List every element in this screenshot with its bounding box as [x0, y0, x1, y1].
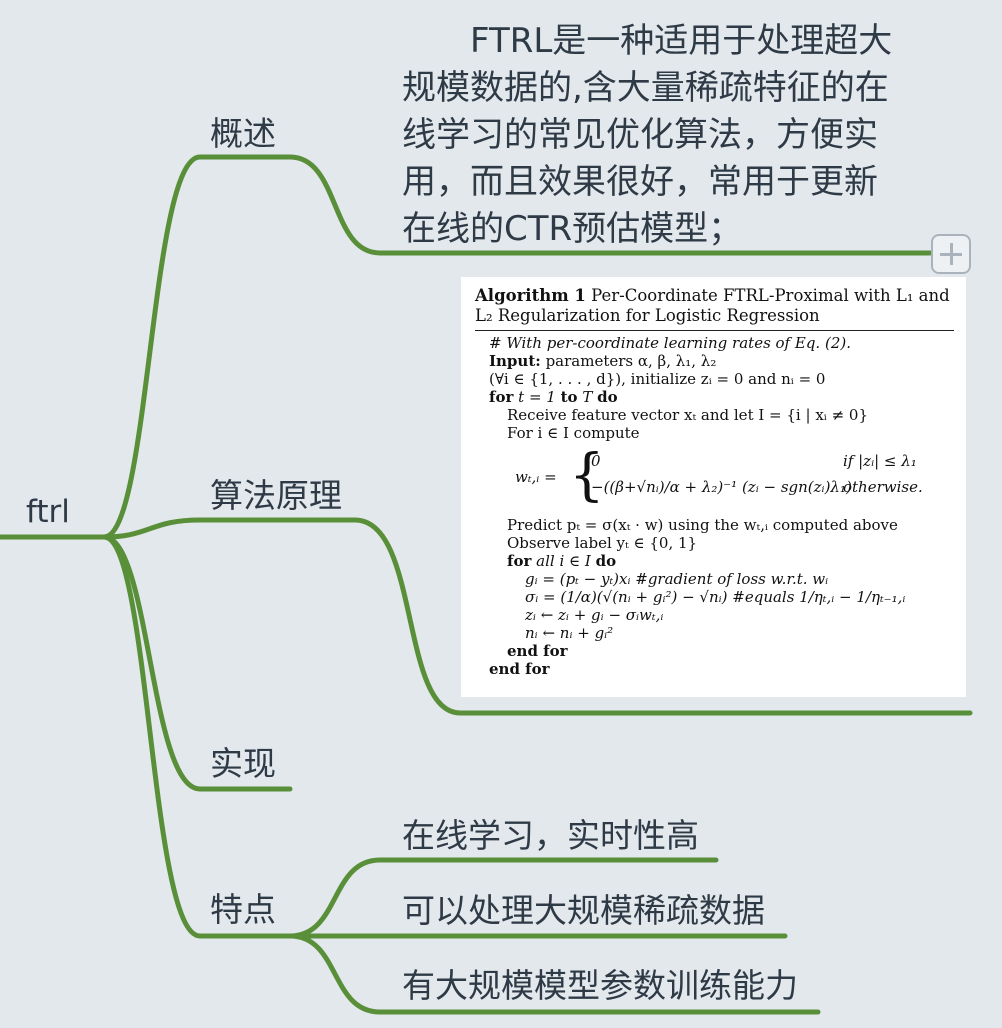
algorithm-image[interactable]: Algorithm 1 Per-Coordinate FTRL-Proximal…	[461, 277, 966, 697]
kw-do-inner: do	[595, 552, 617, 570]
kw-do: do	[597, 388, 618, 406]
connector-feature-3	[287, 933, 821, 1015]
overview-summary-text[interactable]: FTRL是一种适用于处理超大 规模数据的,含大量稀疏特征的在 线学习的常见优化算…	[402, 18, 902, 253]
algo-receive-line: Receive feature vector xₜ and let I = {i…	[507, 406, 868, 424]
kw-to: to	[560, 388, 578, 406]
branch-overview[interactable]: 概述	[210, 114, 276, 153]
algo-for-end: T	[582, 388, 593, 406]
algorithm-rule	[475, 330, 954, 331]
algorithm-title-line-2: L₂ Regularization for Logistic Regressio…	[475, 306, 820, 325]
summary-line-3: 线学习的常见优化算法，方便实	[402, 115, 878, 155]
algo-gradient-line: gᵢ = (pₜ − yₜ)xᵢ #gradient of loss w.r.t…	[525, 570, 829, 588]
feature-large-params[interactable]: 有大规模模型参数训练能力	[402, 966, 798, 1005]
algo-comment-line: # With per-coordinate learning rates of …	[489, 334, 851, 352]
algo-for-line: for t = 1 to T do	[475, 388, 954, 406]
algo-sigma-line: σᵢ = (1/α)(√(nᵢ + gᵢ²) − √nᵢ) #equals 1/…	[525, 588, 906, 606]
algo-z-update-line: zᵢ ← zᵢ + gᵢ − σᵢwₜ,ᵢ	[525, 606, 664, 624]
formula-cond-1: if |zᵢ| ≤ λ₁	[843, 452, 917, 470]
formula-brace: {	[569, 443, 605, 508]
kw-for: for	[489, 388, 514, 406]
algo-observe-line: Observe label yₜ ∈ {0, 1}	[507, 534, 698, 552]
connector-overview-summary	[287, 154, 933, 256]
algorithm-title: Algorithm 1 Per-Coordinate FTRL-Proximal…	[475, 286, 954, 306]
algo-weight-formula: wₜ,ᵢ = { 0 −((β+√nᵢ)/α + λ₂)⁻¹ (zᵢ − sgn…	[475, 442, 954, 516]
algo-init-line: (∀i ∈ {1, . . . , d}), initialize zᵢ = 0…	[489, 370, 826, 388]
formula-lhs: wₜ,ᵢ =	[515, 468, 557, 486]
feature-online-learning[interactable]: 在线学习，实时性高	[402, 816, 699, 855]
algo-end-for-outer: end for	[489, 660, 550, 678]
algo-input-keyword: Input:	[489, 352, 541, 370]
connector-implementation	[101, 534, 293, 792]
branch-implementation[interactable]: 实现	[210, 744, 276, 783]
algo-inner-range: all i ∈ I	[536, 552, 591, 570]
connector-algorithm	[101, 517, 358, 540]
algo-for-range: t = 1	[518, 388, 556, 406]
algorithm-title-line-1: Per-Coordinate FTRL-Proximal with L₁ and	[585, 286, 950, 305]
connector-feature-1	[287, 857, 719, 939]
summary-line-5: 在线的CTR预估模型；	[402, 209, 743, 249]
plus-icon[interactable]	[931, 234, 971, 274]
feature-sparse-data[interactable]: 可以处理大规模稀疏数据	[402, 891, 765, 930]
formula-case-1: 0	[591, 452, 601, 470]
branch-algorithm-principle[interactable]: 算法原理	[210, 476, 342, 515]
algo-end-for-inner: end for	[507, 642, 568, 660]
algo-inner-for-line: for all i ∈ I do	[475, 552, 954, 570]
formula-cond-2: otherwise.	[843, 478, 923, 496]
algo-compute-line: For i ∈ I compute	[507, 424, 640, 442]
summary-line-1: FTRL是一种适用于处理超大	[470, 21, 893, 61]
algo-n-update-line: nᵢ ← nᵢ + gᵢ²	[525, 624, 614, 642]
connector-features	[101, 534, 293, 939]
algo-predict-line: Predict pₜ = σ(xₜ · w) using the wₜ,ᵢ co…	[507, 516, 898, 534]
branch-features[interactable]: 特点	[210, 890, 276, 929]
connector-algorithm-image	[352, 517, 973, 716]
algo-input-line: parameters α, β, λ₁, λ₂	[545, 352, 717, 370]
root-node-ftrl[interactable]: ftrl	[26, 494, 70, 530]
kw-for-inner: for	[507, 552, 532, 570]
summary-line-2: 规模数据的,含大量稀疏特征的在	[402, 68, 889, 108]
connector-overview	[101, 154, 293, 540]
algorithm-number: Algorithm 1	[475, 286, 586, 305]
formula-case-2: −((β+√nᵢ)/α + λ₂)⁻¹ (zᵢ − sgn(zᵢ)λ₁)	[591, 478, 852, 496]
summary-line-4: 用，而且效果很好，常用于更新	[402, 162, 878, 202]
